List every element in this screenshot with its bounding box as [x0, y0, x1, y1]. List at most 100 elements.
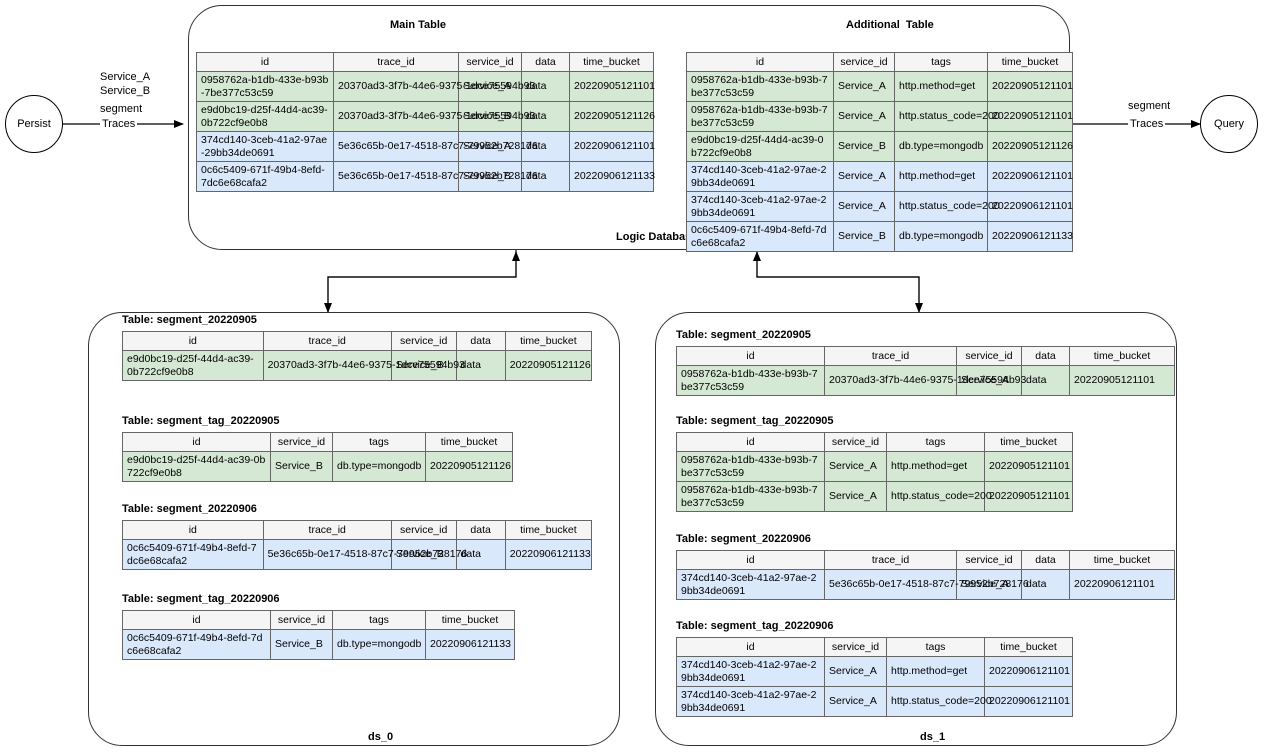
table-cell: data [1021, 365, 1070, 396]
column-header: service_id [824, 637, 887, 657]
column-header: service_id [458, 52, 522, 72]
query-node[interactable]: Query [1200, 95, 1258, 153]
table-cell: data [521, 101, 570, 132]
table-cell: data [455, 539, 506, 570]
table-cell: Service_B [270, 451, 333, 482]
table-cell: 20220905121101 [984, 451, 1073, 482]
column-header: time_bucket [1069, 550, 1175, 570]
table-cell: Service_A [833, 191, 895, 222]
table-cell: 20220905121101 [569, 71, 655, 102]
edge-label-traces-out: Traces [1128, 117, 1166, 131]
table-cell: Service_B [833, 131, 895, 162]
table-cell: 20220906121101 [984, 686, 1073, 717]
table-cell: 20220906121133 [504, 539, 593, 570]
column-header: service_id [833, 52, 895, 72]
table-cell: 5e36c65b-0e17-4518-87c7-79952b728176 [333, 161, 538, 192]
table-cell: 20220905121101 [984, 481, 1073, 512]
edge-ds1-to-db-up [753, 251, 920, 312]
table-cell: Service_A [824, 656, 887, 687]
table-cell: 374cd140-3ceb-41a2-97ae-29bb34de0691 [676, 569, 825, 600]
column-header: tags [886, 637, 985, 657]
table-cell: Service_A [824, 481, 887, 512]
table-cell: Service_B [458, 101, 522, 132]
table-cell: 374cd140-3ceb-41a2-97ae-29bb34de0691 [196, 131, 334, 162]
column-header: trace_id [262, 520, 392, 540]
column-header: id [676, 432, 825, 452]
table-cell: db.type=mongodb [894, 131, 988, 162]
table-cell: 20220905121101 [1069, 365, 1175, 396]
ds1-table-caption-0: Table: segment_20220905 [676, 329, 811, 341]
ds0-table-caption-1: Table: segment_tag_20220905 [122, 415, 280, 427]
column-header: service_id [270, 432, 333, 452]
table-cell: 0c6c5409-671f-49b4-8efd-7dc6e68cafa2 [196, 161, 334, 192]
table-cell: http.method=get [886, 451, 985, 482]
table-cell: 374cd140-3ceb-41a2-97ae-29bb34de0691 [686, 161, 834, 192]
column-header: trace_id [262, 331, 392, 351]
edge-label-traces-in: Traces [100, 117, 138, 131]
column-header: data [1021, 346, 1070, 366]
column-header: time_bucket [504, 520, 593, 540]
table-cell: 0c6c5409-671f-49b4-8efd-7dc6e68cafa2 [122, 629, 271, 660]
table-cell: data [521, 71, 570, 102]
table-cell: 20220906121133 [425, 629, 515, 660]
column-header: id [122, 331, 264, 351]
ds1-table-caption-1: Table: segment_tag_20220905 [676, 415, 834, 427]
table-cell: 0c6c5409-671f-49b4-8efd-7dc6e68cafa2 [686, 221, 834, 252]
column-header: id [676, 346, 825, 366]
table-cell: Service_B [833, 221, 895, 252]
column-header: service_id [956, 550, 1022, 570]
table-cell: e9d0bc19-d25f-44d4-ac39-0b722cf9e0b8 [122, 350, 264, 381]
edge-ds0-to-db-up [327, 251, 520, 312]
table-cell: Service_A [824, 686, 887, 717]
table-cell: 20370ad3-3f7b-44e6-9375-1dce75594b93 [824, 365, 1026, 396]
column-header: time_bucket [504, 331, 593, 351]
table-cell: Service_A [458, 131, 522, 162]
column-header: time_bucket [1069, 346, 1175, 366]
table-cell: Service_B [458, 161, 522, 192]
table-cell: http.method=get [886, 656, 985, 687]
table-cell: 374cd140-3ceb-41a2-97ae-29bb34de0691 [676, 686, 825, 717]
table-cell: http.status_code=200 [894, 101, 1000, 132]
edge-label-segment-out: segment [1128, 100, 1171, 112]
column-header: id [196, 52, 334, 72]
table-cell: 20220905121126 [425, 451, 513, 482]
table-cell: 20220905121101 [987, 71, 1073, 102]
table-cell: 20220906121101 [987, 161, 1073, 192]
additional-table-title: Additional Table [846, 19, 934, 31]
table-cell: http.status_code=200 [894, 191, 1000, 222]
table-cell: http.status_code=200 [886, 686, 992, 717]
table-cell: 20220906121133 [569, 161, 655, 192]
column-header: id [676, 550, 825, 570]
table-cell: 20220906121133 [987, 221, 1073, 252]
column-header: time_bucket [569, 52, 654, 72]
table-cell: e9d0bc19-d25f-44d4-ac39-0b722cf9e0b8 [196, 101, 334, 132]
table-cell: Service_A [956, 569, 1022, 600]
table-cell: 0958762a-b1db-433e-b93b-7be377c53c59 [676, 481, 825, 512]
edge-label-segment-in: segment [100, 103, 143, 115]
ds0-table-caption-0: Table: segment_20220905 [122, 314, 257, 326]
table-cell: 0958762a-b1db-433e-b93b-7be377c53c59 [676, 365, 825, 396]
table-cell: data [521, 131, 570, 162]
column-header: data [455, 520, 506, 540]
column-header: id [122, 520, 264, 540]
persist-node[interactable]: Persist [5, 95, 63, 153]
ds0-table-caption-2: Table: segment_20220906 [122, 503, 257, 515]
table-cell: db.type=mongodb [332, 629, 426, 660]
column-header: data [455, 331, 506, 351]
